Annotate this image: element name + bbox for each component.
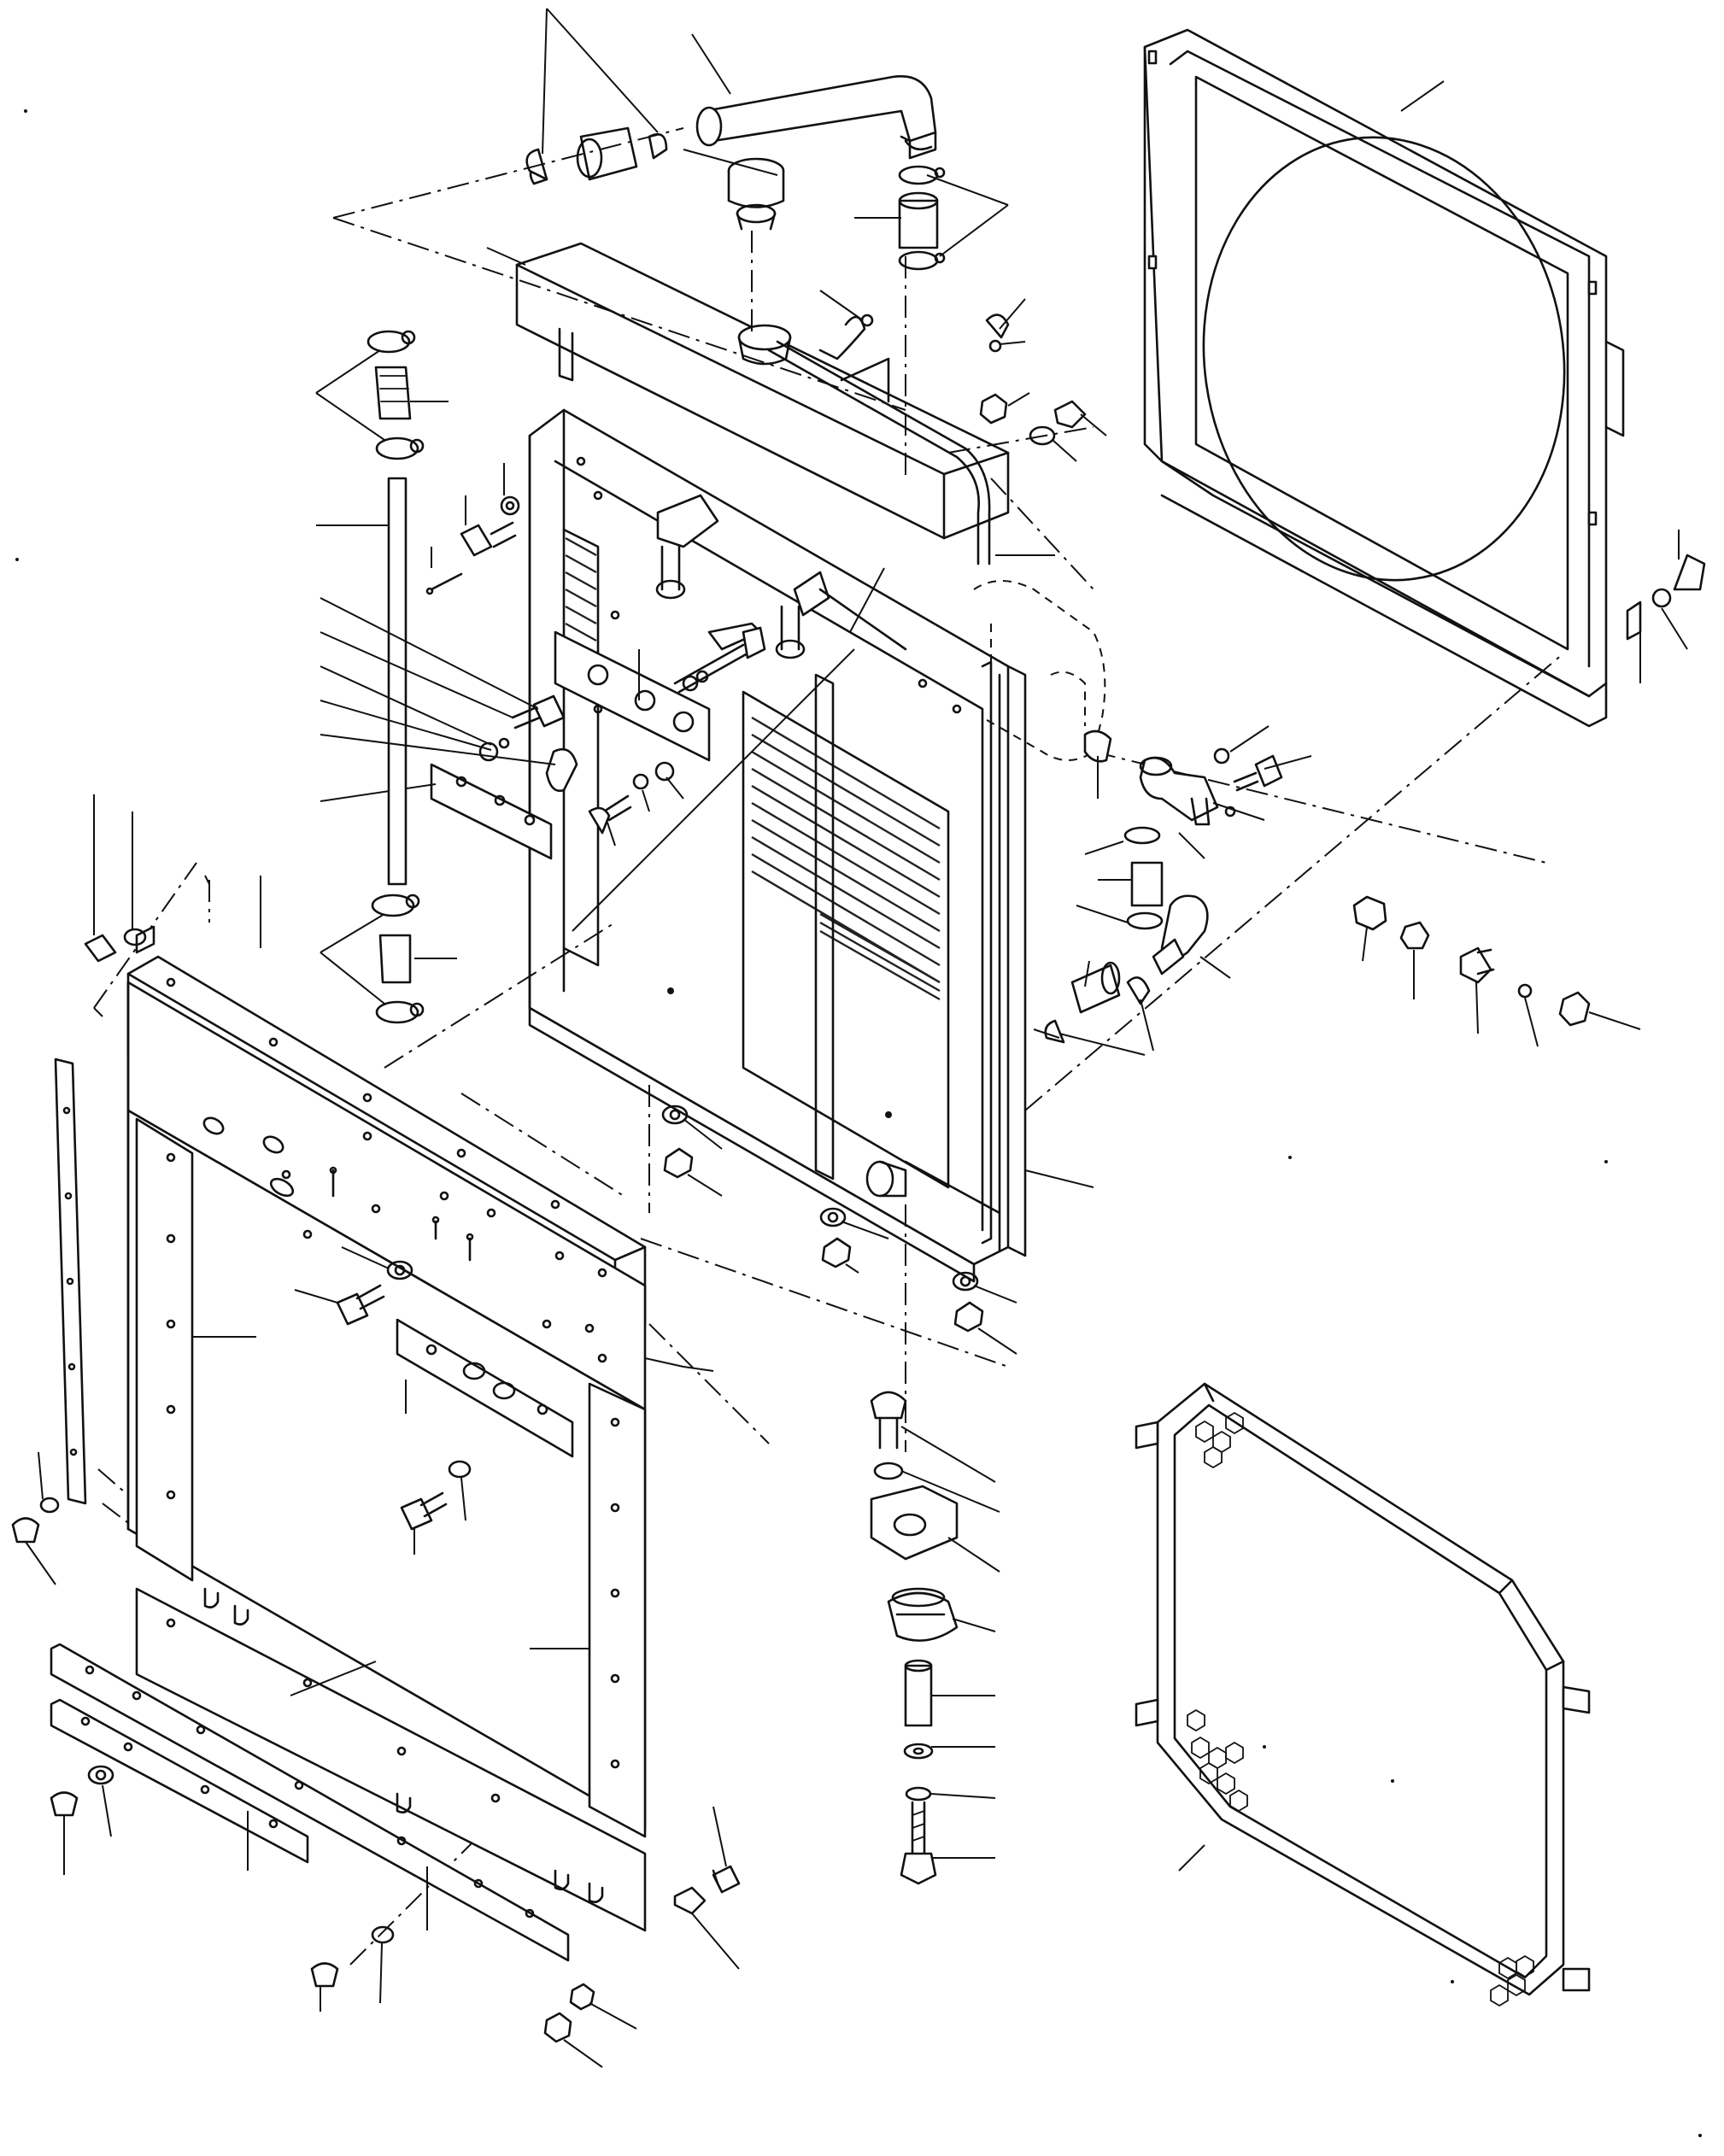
upper-hose-clamps [854,165,1009,271]
top-left-coupler [525,8,668,185]
shroud-bolt-group [1626,530,1706,683]
spring-clip [818,290,874,360]
lower-reinforcement-bar [50,1698,309,1871]
far-left-strip [54,1057,87,1505]
alignment-lines [93,127,1564,1966]
bolts-and-washers [11,794,741,2068]
pipe-fittings-chain [1352,895,1641,1047]
under-radiator-fasteners [661,1104,1017,1355]
upper-left-bolts [425,463,520,595]
drain-fittings [1033,960,1154,1056]
rod-upper-hose-clamps [315,330,449,460]
right-vertical-strip [530,1382,647,1838]
top-center-small-parts [979,298,1107,462]
lower-cover-plate [135,1587,647,1932]
fan-shroud [1143,28,1625,728]
radiator-core [528,408,1094,1283]
mid-left-fasteners [320,597,684,847]
left-side-support-plate [320,763,553,860]
radiator-cap [683,149,785,231]
upper-hose-elbow [691,33,937,160]
radiator-guard-screen [1135,1382,1591,2007]
left-vertical-strip [135,1117,256,1582]
thermostat-housing-hidden [973,580,1106,761]
rod-lower-hose-clamps [320,893,457,1024]
lower-right-hoses [1076,826,1231,979]
header-tank [486,242,1010,540]
bottom-rail [50,1643,570,1962]
side-bracket-bolt [673,626,766,694]
mount-stack [870,1391,1000,1885]
radiator-side-support-rod [316,477,408,886]
tick-marks [15,109,1702,2137]
right-outlet-fittings [1083,725,1312,859]
center-mounting-bracket [396,1318,574,1458]
